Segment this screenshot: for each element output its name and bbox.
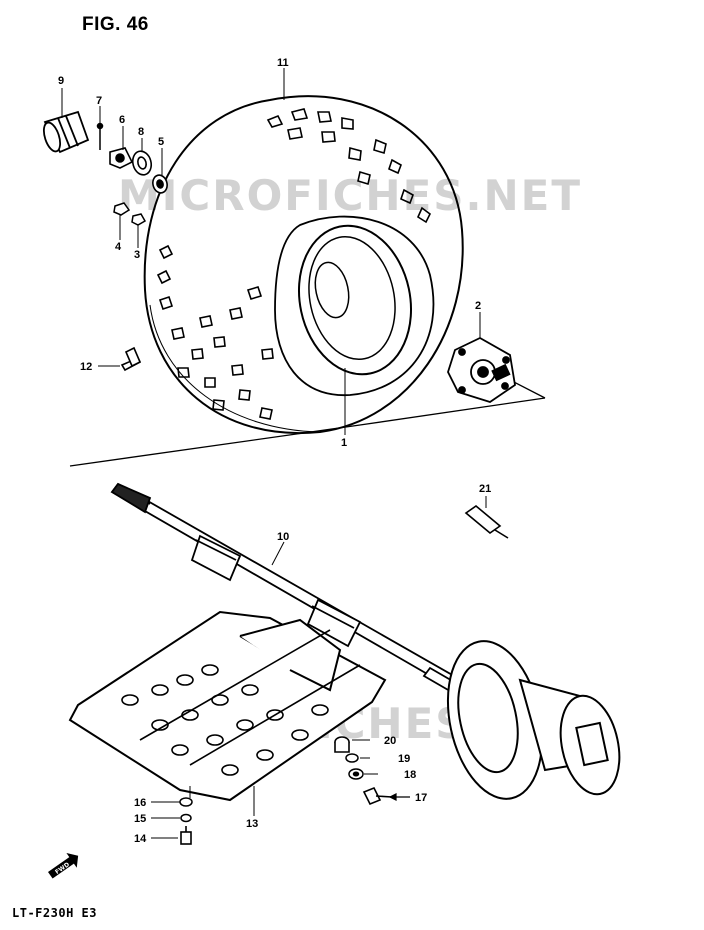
callout-12: 12	[80, 361, 92, 373]
washer-15	[180, 813, 192, 823]
model-code: LT-F230H E3	[12, 906, 97, 920]
assembly-boundary	[69, 379, 546, 467]
rim-hub-ring	[314, 261, 350, 319]
callout-18: 18	[404, 769, 416, 781]
callout-13: 13	[246, 818, 258, 830]
callout-5: 5	[158, 136, 164, 148]
callout-7: 7	[96, 95, 102, 107]
tire-tread	[156, 108, 432, 420]
cotter-pin	[96, 122, 104, 150]
callout-1: 1	[341, 437, 347, 449]
figure-title: FIG. 46	[82, 14, 149, 35]
washer-18	[348, 768, 364, 780]
washer-5	[152, 174, 168, 194]
pin-21	[464, 504, 509, 539]
skid-plate	[68, 610, 387, 802]
callout-21: 21	[479, 483, 491, 495]
bushing-19	[345, 753, 359, 763]
collar-20	[334, 736, 350, 753]
brake-drum	[446, 640, 621, 800]
nut-16	[179, 797, 193, 807]
rim-inner	[308, 235, 396, 361]
callout-8: 8	[138, 126, 144, 138]
washer-3	[131, 213, 147, 226]
castle-nut	[109, 147, 134, 169]
callout-3: 3	[134, 249, 140, 261]
callout-17: 17	[415, 792, 427, 804]
nut-4	[113, 202, 131, 216]
callout-2: 2	[475, 300, 481, 312]
tire-outline	[143, 95, 464, 435]
tread-line	[149, 304, 321, 433]
rim-outer	[297, 224, 413, 376]
hub-cap	[42, 110, 90, 154]
washer-8	[131, 150, 153, 176]
front-direction-icon: FWD	[48, 852, 79, 879]
callouts: 1 2 3 4 5 6 7 8 9 10 11 12 13 14 15 16 1…	[58, 57, 491, 845]
callout-20: 20	[384, 735, 396, 747]
bolt-14	[180, 826, 192, 845]
tire-sidewall	[274, 215, 435, 396]
callout-19: 19	[398, 753, 410, 765]
callout-9: 9	[58, 75, 64, 87]
tire-valve	[120, 346, 142, 372]
leader-lines	[61, 68, 487, 839]
callout-14: 14	[134, 833, 147, 845]
callout-4: 4	[115, 241, 122, 253]
rear-axle	[110, 482, 470, 700]
bolt-17	[362, 786, 393, 806]
callout-6: 6	[119, 114, 125, 126]
watermark-top: MICROFICHES.NET	[118, 171, 582, 220]
front-mark-label: FWD	[54, 861, 71, 876]
callout-10: 10	[277, 531, 289, 543]
callout-15: 15	[134, 813, 146, 825]
wheel-hub	[447, 336, 516, 403]
tire-assembly	[143, 95, 464, 435]
callout-11: 11	[277, 57, 289, 69]
arrow-17	[388, 793, 410, 801]
callout-16: 16	[134, 797, 146, 809]
